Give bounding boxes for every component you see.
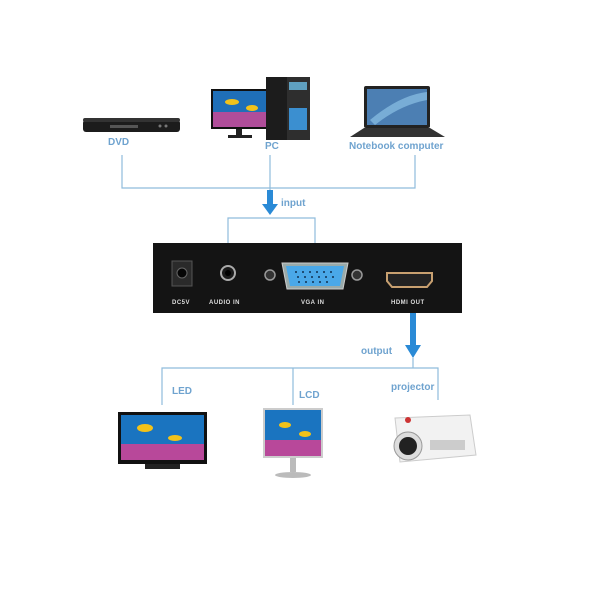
input-label-pc: PC [265, 141, 279, 152]
port-label-dc5v: DC5V [172, 300, 191, 306]
output-label: output [361, 346, 393, 357]
output-label-projector: projector [391, 382, 435, 393]
output-label-led: LED [172, 386, 192, 397]
projector-image [393, 414, 477, 463]
input-label: input [281, 198, 306, 209]
led-tv-image [118, 412, 207, 469]
port-label-hdmi-out: HDMI OUT [391, 300, 425, 306]
input-connector-lines [121, 155, 416, 262]
input-label-notebook: Notebook computer [349, 141, 444, 152]
output-label-lcd: LCD [299, 390, 320, 401]
port-label-audio-in: AUDIO IN [209, 300, 240, 306]
lcd-monitor-image [263, 408, 323, 478]
notebook-image [350, 86, 445, 137]
port-label-vga-in: VGA IN [301, 300, 325, 306]
input-arrow [262, 190, 278, 215]
input-label-dvd: DVD [108, 137, 130, 148]
converter-box [153, 243, 462, 313]
output-connector-lines [161, 358, 439, 405]
output-arrow [405, 313, 421, 358]
pc-image [211, 77, 310, 140]
dvd-player-image [83, 118, 180, 132]
